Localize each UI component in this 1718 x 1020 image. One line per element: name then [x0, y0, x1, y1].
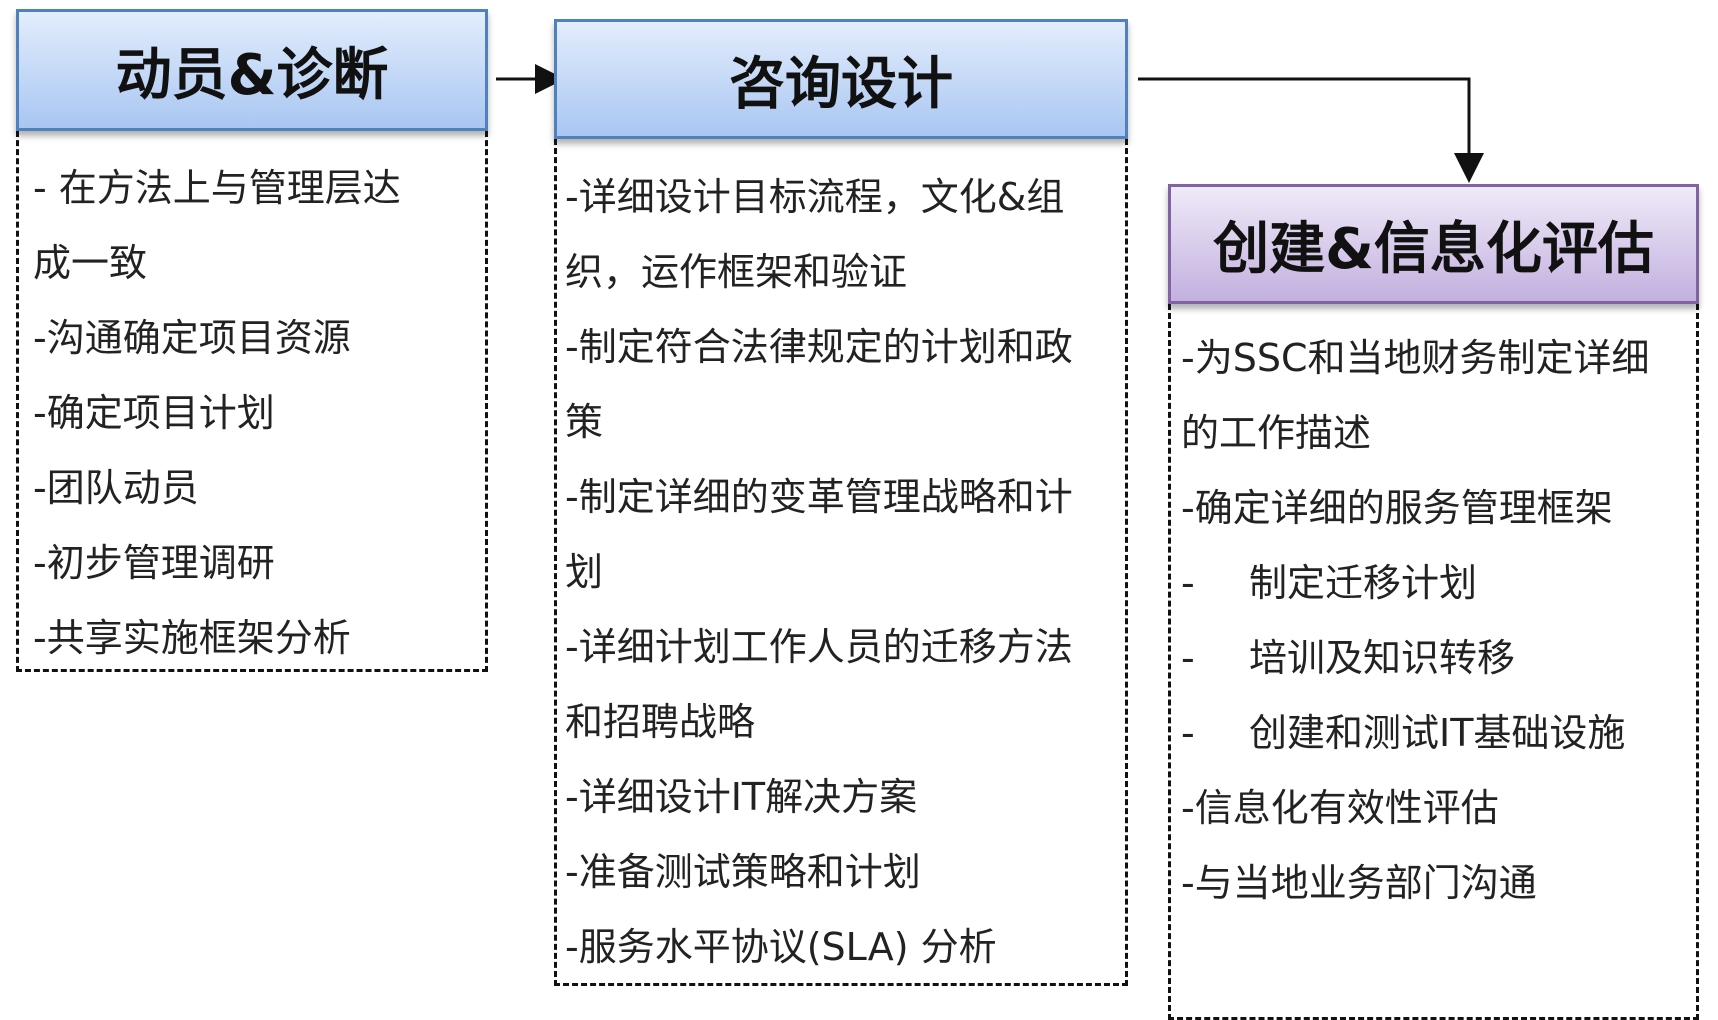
- dash: -: [1181, 561, 1195, 605]
- stage-3-body: -为SSC和当地财务制定详细 的工作描述 -确定详细的服务管理框架 - 制定迁移计…: [1168, 304, 1699, 1020]
- stage-3-title: 创建&信息化评估: [1213, 216, 1654, 282]
- list-item: -为SSC和当地财务制定详细: [1181, 336, 1650, 380]
- dash: -: [1181, 636, 1195, 680]
- stage-2-header: 咨询设计: [554, 19, 1128, 139]
- list-item: - 在方法上与管理层达: [33, 166, 401, 210]
- list-item: -服务水平协议(SLA) 分析: [565, 925, 997, 969]
- stage-2-title: 咨询设计: [729, 51, 953, 117]
- stage-2-body: -详细设计目标流程，文化&组 织，运作框架和验证 -制定符合法律规定的计划和政 …: [554, 139, 1128, 986]
- list-item: -准备测试策略和计划: [565, 850, 921, 894]
- list-item: -初步管理调研: [33, 541, 275, 585]
- list-item: -详细计划工作人员的迁移方法: [565, 625, 1073, 669]
- stage-1-title: 动员&诊断: [115, 42, 389, 108]
- list-item: 的工作描述: [1181, 411, 1372, 455]
- sub-item-label: 培训及知识转移: [1249, 636, 1516, 680]
- dash: -: [1181, 711, 1195, 755]
- list-item: -制定符合法律规定的计划和政: [565, 325, 1073, 369]
- sub-item: - 制定迁移计划: [1181, 546, 1696, 621]
- sub-item-label: 创建和测试IT基础设施: [1249, 711, 1626, 755]
- list-item: -信息化有效性评估: [1181, 786, 1499, 830]
- list-item: -制定详细的变革管理战略和计: [565, 475, 1073, 519]
- list-item: -沟通确定项目资源: [33, 316, 351, 360]
- list-item: 成一致: [33, 241, 148, 285]
- list-item: 织，运作框架和验证: [565, 250, 908, 294]
- list-item: -与当地业务部门沟通: [1181, 861, 1537, 905]
- sub-item: - 创建和测试IT基础设施: [1181, 696, 1696, 771]
- list-item: -详细设计目标流程，文化&组: [565, 175, 1065, 219]
- list-item: 划: [565, 550, 604, 594]
- stage-3-header: 创建&信息化评估: [1168, 184, 1699, 304]
- list-item: -确定详细的服务管理框架: [1181, 486, 1613, 530]
- list-item: -共享实施框架分析: [33, 616, 351, 660]
- list-item: -确定项目计划: [33, 391, 275, 435]
- stage-1-body: - 在方法上与管理层达 成一致 -沟通确定项目资源 -确定项目计划 -团队动员 …: [16, 131, 488, 672]
- list-item: 和招聘战略: [565, 700, 756, 744]
- list-item: 策: [565, 400, 604, 444]
- sub-item-label: 制定迁移计划: [1249, 561, 1478, 605]
- stage-1-header: 动员&诊断: [16, 9, 488, 131]
- list-item: -团队动员: [33, 466, 199, 510]
- list-item: -详细设计IT解决方案: [565, 775, 918, 819]
- arrow-stage2-to-stage3: [1138, 77, 1484, 183]
- sub-item: - 培训及知识转移: [1181, 621, 1696, 696]
